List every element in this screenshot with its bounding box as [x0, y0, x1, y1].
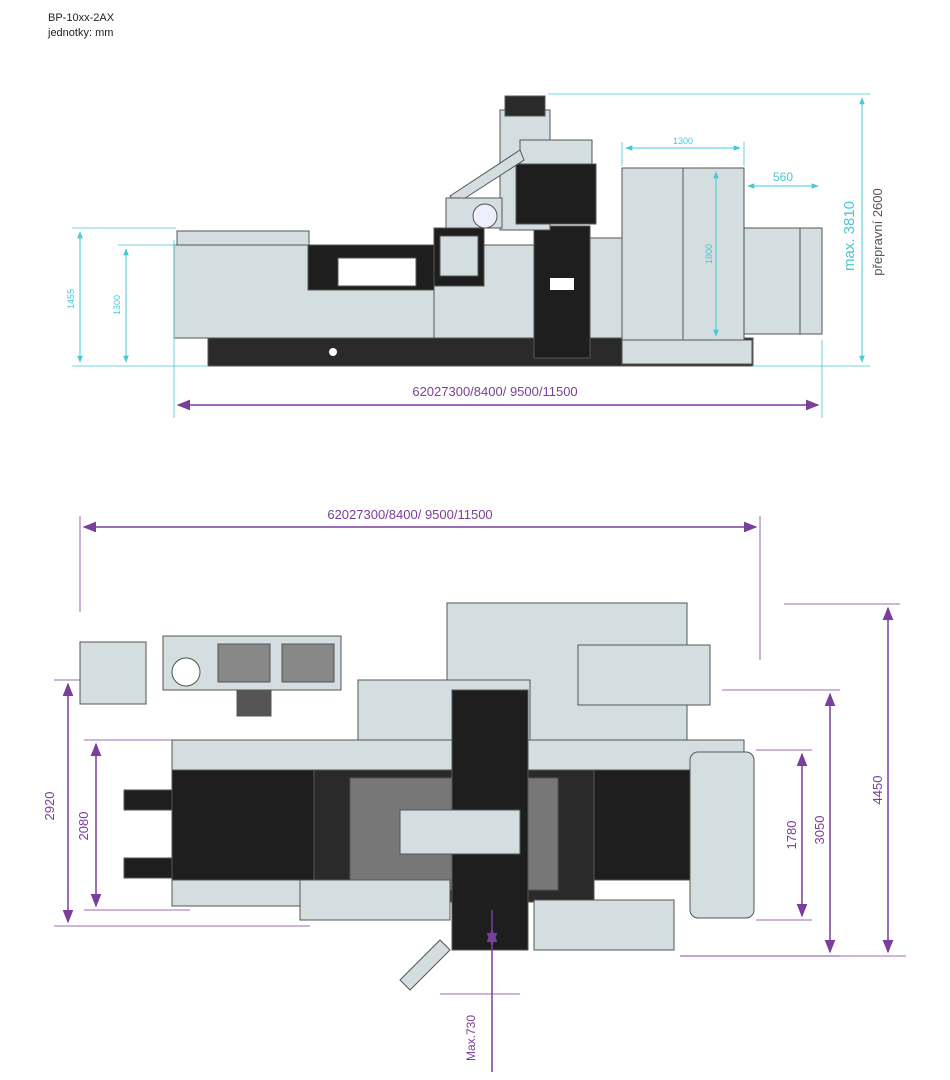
side-length-label: 62027300/8400/ 9500/11500 [412, 384, 577, 399]
model-label: BP-10xx-2AX [48, 12, 115, 24]
units-label: jednotky: mm [48, 27, 114, 39]
bed-left [171, 769, 315, 881]
dim-4450-label: 4450 [870, 776, 885, 805]
dim-2080-label: 2080 [76, 812, 91, 841]
offset-560-label: 560 [773, 170, 793, 184]
coolant-unit [79, 641, 147, 705]
dim-3050-label: 3050 [812, 816, 827, 845]
side-dimensions: 62027300/8400/ 9500/11500 1455 1300 1300… [66, 93, 885, 418]
height-1455-label: 1455 [66, 289, 76, 309]
column [533, 225, 591, 359]
height-1300-label: 1300 [112, 295, 122, 315]
max-height-label: max. 3810 [841, 201, 858, 271]
bed-right [593, 769, 691, 881]
dim-max730-label: Max.730 [464, 1015, 478, 1061]
side-unit [743, 227, 823, 335]
transport-height-label: přepravní 2600 [870, 188, 885, 275]
cabinet-width-label: 1300 [673, 136, 693, 146]
dim-2920-label: 2920 [42, 792, 57, 821]
side-view [173, 95, 823, 367]
dim-1780-label: 1780 [784, 821, 799, 850]
table-top [176, 230, 310, 246]
top-dimensions: 62027300/8400/ 9500/11500 2920 2080 1780… [42, 507, 906, 1072]
top-length-label: 62027300/8400/ 9500/11500 [327, 507, 492, 522]
cabinet-height-label: 1800 [704, 244, 714, 264]
top-view [79, 602, 755, 991]
